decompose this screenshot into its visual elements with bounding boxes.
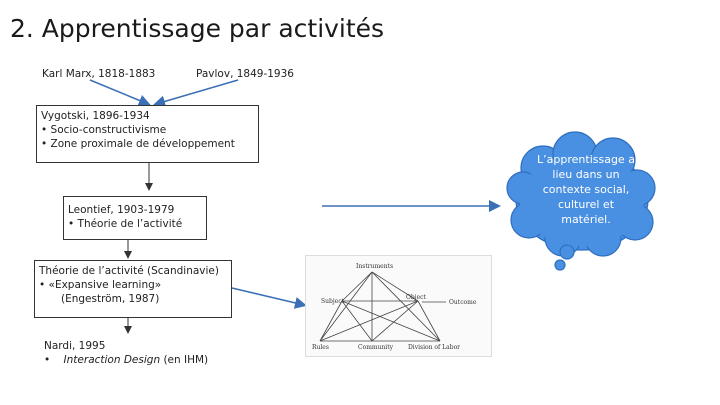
page-title: 2. Apprentissage par activités [10,14,385,43]
label-object: Object [406,294,427,301]
nardi-item: • Interaction Design (en IHM) [44,354,209,366]
label-community: Community [358,344,394,351]
label-outcome: Outcome [449,299,477,306]
arrow-marx [89,79,151,107]
label-division: Division of Labor [408,344,460,351]
nardi-item-italic: Interaction Design [63,354,161,366]
nardi-title: Nardi, 1995 [44,340,106,352]
vygotski-item-1: Socio-constructivisme [41,123,254,137]
scandinavie-item: «Expansive learning» [39,278,227,292]
vygotski-title: Vygotski, 1896-1934 [41,110,150,122]
scandinavie-title: Théorie de l’activité (Scandinavie) [39,265,219,277]
thought-cloud [506,131,656,271]
activity-triangle-svg: Instruments Subject Object Outcome Rules… [312,263,477,351]
activity-triangle-figure: Instruments Subject Object Outcome Rules… [305,255,492,357]
origin-marx: Karl Marx, 1818-1883 [42,68,156,80]
nardi-item-rest: (en IHM) [160,354,209,366]
vygotski-item-2: Zone proximale de développement [41,137,254,151]
label-rules: Rules [312,344,329,351]
leontief-box: Leontief, 1903-1979 Théorie de l’activit… [63,196,207,240]
cloud-text: L’apprentissage a lieu dans un contexte … [537,153,635,226]
arrow-scandinavie-triangle [231,287,307,309]
scandinavie-sub: (Engeström, 1987) [61,293,160,305]
label-subject: Subject [321,298,345,305]
leontief-title: Leontief, 1903-1979 [68,204,175,216]
arrow-pavlov [153,79,239,108]
scandinavie-box: Théorie de l’activité (Scandinavie) «Exp… [34,260,232,318]
vygotski-box: Vygotski, 1896-1934 Socio-constructivism… [36,105,259,163]
label-instruments: Instruments [356,263,393,270]
origin-pavlov: Pavlov, 1849-1936 [196,68,294,80]
leontief-item-1: Théorie de l’activité [68,217,202,231]
